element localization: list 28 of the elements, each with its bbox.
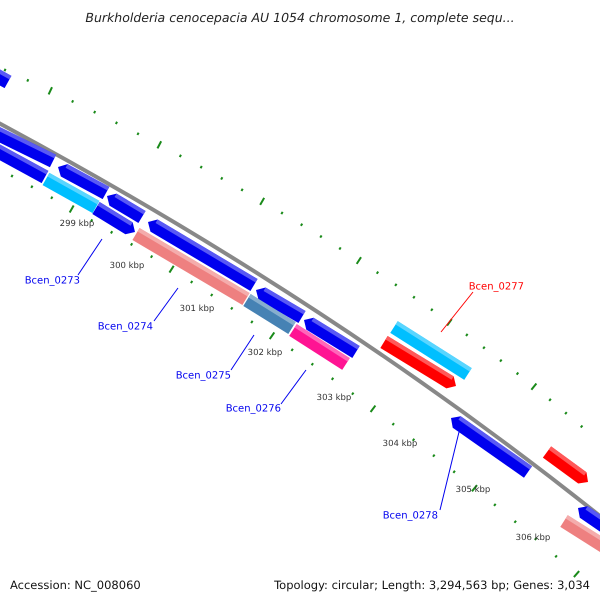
map-title: Burkholderia cenocepacia AU 1054 chromosome 1, complete sequ... (84, 10, 516, 25)
position-label: 305 kbp (456, 485, 490, 495)
gene-block (451, 416, 532, 478)
gene-label: Bcen_0273 (24, 276, 80, 286)
gene-block (243, 294, 296, 334)
gene-label: Bcen_0276 (226, 404, 281, 414)
position-label: 301 kbp (180, 304, 214, 314)
gene-label: Bcen_0275 (176, 370, 231, 382)
gene-block (390, 321, 472, 380)
leader-line (280, 370, 306, 404)
position-label: 306 kbp (516, 533, 550, 543)
position-label: 300 kbp (110, 261, 144, 271)
position-label: 302 kbp (248, 348, 282, 358)
gene-label: Bcen_0277 (468, 282, 524, 292)
gene-block (92, 202, 135, 234)
leader-line (154, 288, 178, 322)
footer-text: Topology: circular; Length: 3,294,563 bp; Genes: 3,034 (274, 578, 590, 592)
position-label: 299 kbp (60, 219, 94, 229)
position-label: 303 kbp (316, 393, 352, 403)
leader-line (78, 238, 102, 276)
leader-line (440, 292, 474, 332)
leader-line (230, 334, 254, 370)
gene-label: Bcen_0278 (382, 510, 438, 522)
position-label: 304 kbp (382, 439, 418, 449)
leader-line (440, 432, 460, 510)
gene-label: Bcen_0274 (98, 322, 153, 332)
footer-text: Accession: NC_008060 (10, 578, 141, 592)
gene-block (289, 324, 350, 370)
